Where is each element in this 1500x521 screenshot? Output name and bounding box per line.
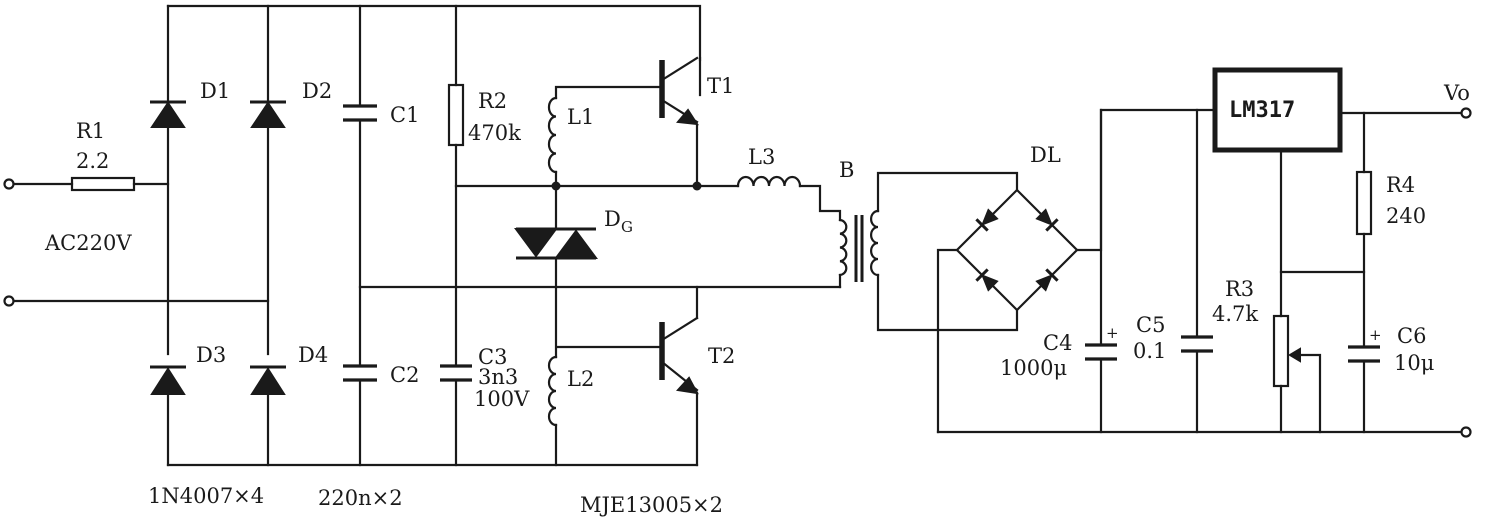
label-r3: R3 (1225, 277, 1254, 301)
label-r3-value: 4.7k (1212, 302, 1258, 326)
label-lm317: LM317 (1229, 98, 1295, 123)
label-r4-value: 240 (1386, 204, 1426, 228)
junctions (551, 181, 702, 191)
label-c6: C6 (1397, 324, 1426, 348)
ac-input-terminal-1[interactable] (3, 178, 15, 190)
resistor-r2[interactable] (447, 83, 465, 147)
svg-text:+: + (1369, 326, 1382, 344)
label-c5: C5 (1136, 313, 1165, 337)
note-diodes: 1N4007×4 (148, 484, 264, 508)
label-dg-sub: G (621, 218, 633, 236)
label-t2: T2 (708, 344, 735, 368)
label-d4: D4 (298, 343, 328, 367)
label-vo: Vo (1443, 81, 1470, 105)
label-r1: R1 (76, 119, 105, 143)
note-transistors: MJE13005×2 (580, 493, 723, 517)
ac-input-terminal-2[interactable] (3, 295, 15, 307)
label-b: B (839, 158, 854, 182)
inductor-l2[interactable] (547, 355, 558, 427)
capacitor-c1[interactable] (343, 104, 377, 122)
capacitor-c6[interactable]: + (1348, 326, 1382, 363)
bridge-rectifier-dl[interactable] (955, 188, 1079, 312)
label-l2: L2 (567, 367, 594, 391)
transformer-b[interactable] (838, 209, 880, 282)
wires (12, 4, 1465, 467)
label-dl: DL (1030, 143, 1061, 167)
label-r1-value: 2.2 (76, 149, 109, 173)
label-c3: C3 (478, 345, 507, 369)
label-r4: R4 (1386, 173, 1415, 197)
label-ac-input: AC220V (44, 231, 132, 255)
label-d2: D2 (302, 79, 332, 103)
label-r2-value: 470k (468, 121, 521, 145)
capacitor-c5[interactable] (1181, 335, 1213, 353)
resistor-r1[interactable] (70, 176, 136, 192)
output-terminal-ground[interactable] (1460, 426, 1472, 438)
label-r2: R2 (478, 89, 507, 113)
resistor-r4[interactable] (1355, 170, 1373, 236)
label-c4: C4 (1043, 331, 1072, 355)
transistor-t1[interactable] (659, 56, 702, 126)
capacitor-c2[interactable] (343, 364, 377, 382)
output-terminal-positive[interactable] (1460, 107, 1472, 119)
label-t1: T1 (707, 74, 734, 98)
capacitor-c3[interactable] (440, 364, 472, 382)
note-capacitors: 220n×2 (318, 486, 403, 510)
diode-d4[interactable] (250, 365, 286, 395)
label-l3: L3 (748, 145, 775, 169)
capacitor-c4[interactable]: + (1085, 324, 1119, 361)
label-c3-value: 3n3 (478, 365, 518, 389)
svg-text:+: + (1106, 324, 1119, 342)
label-c3-voltage: 100V (474, 387, 530, 411)
label-c5-value: 0.1 (1133, 339, 1166, 363)
diode-d2[interactable] (250, 100, 286, 128)
transistor-t2[interactable] (659, 285, 699, 395)
diac-dg[interactable] (514, 227, 598, 260)
regulator-lm317[interactable] (1212, 67, 1343, 153)
label-d3: D3 (196, 343, 226, 367)
label-c2: C2 (390, 363, 419, 387)
labels: R1 2.2 AC220V D1 D2 D3 D4 C1 C2 C3 3n3 1… (44, 74, 1470, 517)
diode-d3[interactable] (150, 365, 186, 395)
label-c1: C1 (390, 103, 419, 127)
label-c4-value: 1000μ (1000, 356, 1067, 380)
label-l1: L1 (567, 105, 594, 129)
label-dg: D (604, 207, 621, 231)
diode-d1[interactable] (150, 100, 186, 128)
inductor-l3[interactable] (736, 175, 802, 188)
terminals[interactable] (3, 107, 1472, 438)
inductor-l1[interactable] (547, 96, 558, 174)
label-d1: D1 (200, 79, 230, 103)
label-c6-value: 10μ (1394, 351, 1434, 375)
potentiometer-r3[interactable] (1272, 314, 1301, 388)
